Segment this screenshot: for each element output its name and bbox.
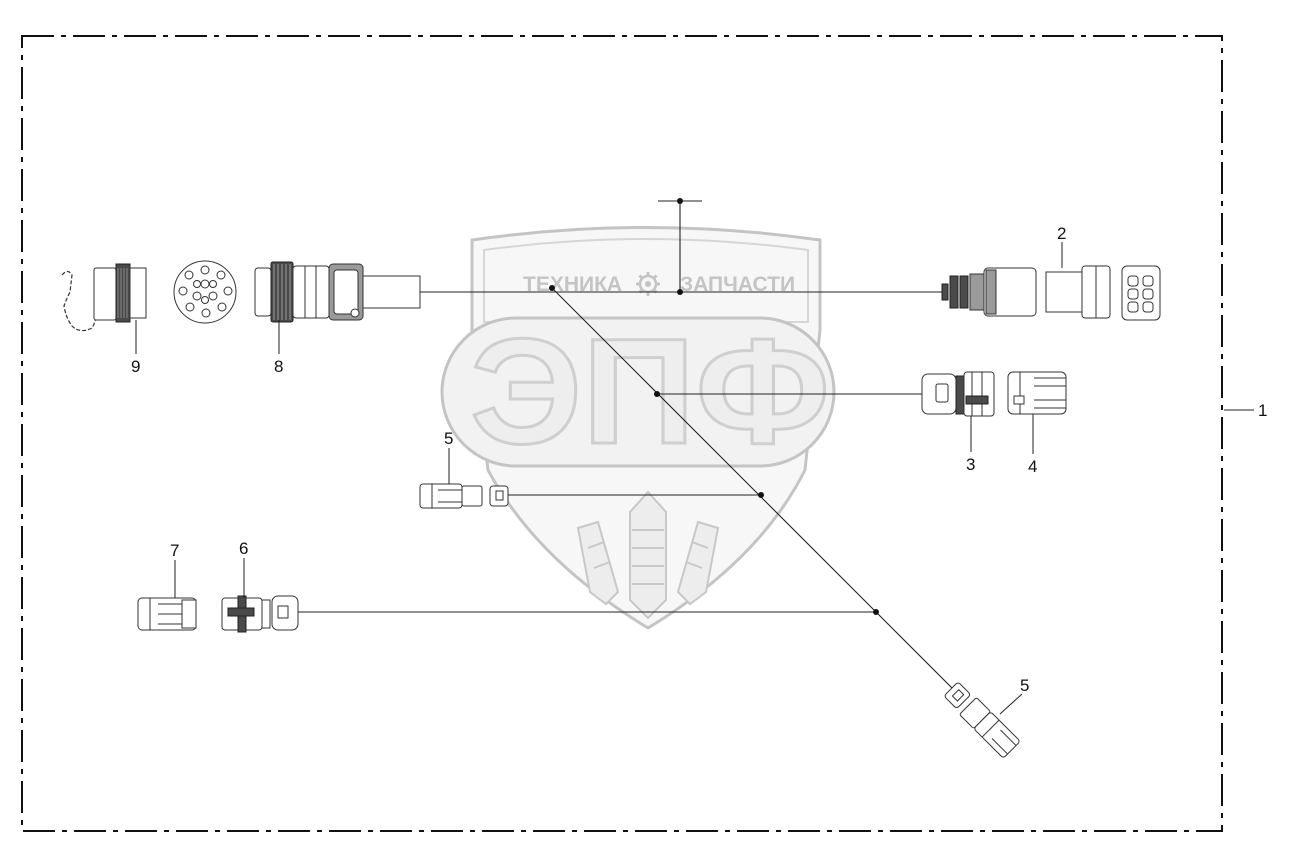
part-6-connector <box>221 595 299 633</box>
assembly-frame <box>21 35 1223 832</box>
part-5-connector-upper <box>419 483 509 509</box>
watermark-logo: ЭПФ <box>470 307 830 475</box>
callout-1: 1 <box>1258 401 1267 420</box>
callout-leaders <box>135 242 1063 715</box>
watermark-shield-inner <box>483 238 809 323</box>
part-5-connector-lower <box>944 682 1020 758</box>
connector-pin-face <box>173 260 237 324</box>
part-7-connector <box>137 597 197 631</box>
callout-5-lower: 5 <box>1020 676 1029 695</box>
part-8-round-plug <box>254 261 421 323</box>
part-3-connector <box>921 371 995 417</box>
callout-4: 4 <box>1028 457 1037 476</box>
callout-8: 8 <box>274 357 283 376</box>
watermark-left-text: ТЕХНИКА <box>523 273 622 296</box>
part-9-dust-cap <box>61 263 147 332</box>
junction-dot <box>677 289 683 295</box>
part-4-connector <box>1007 371 1067 415</box>
callout-2: 2 <box>1057 224 1066 243</box>
wire-diagonal-trunk <box>551 287 953 689</box>
callout-5-upper: 5 <box>444 429 453 448</box>
callout-labels: 1 2 3 4 5 5 6 7 8 9 <box>131 224 1267 695</box>
junction-dot <box>677 198 683 204</box>
junction-dot <box>873 609 879 615</box>
watermark-band <box>440 316 836 468</box>
part-2-connector <box>941 265 1161 321</box>
callout-9: 9 <box>131 357 140 376</box>
junction-dots <box>549 198 879 615</box>
callout-7: 7 <box>170 541 179 560</box>
wheat-icon <box>576 490 720 620</box>
callout-3: 3 <box>966 455 975 474</box>
junction-dot <box>654 391 660 397</box>
junction-dot <box>549 285 555 291</box>
watermark: ТЕХНИКА ЗАПЧАСТИ ЭПФ <box>440 226 836 630</box>
watermark-right-text: ЗАПЧАСТИ <box>680 273 795 296</box>
junction-dot <box>758 492 764 498</box>
callout-6: 6 <box>239 539 248 558</box>
